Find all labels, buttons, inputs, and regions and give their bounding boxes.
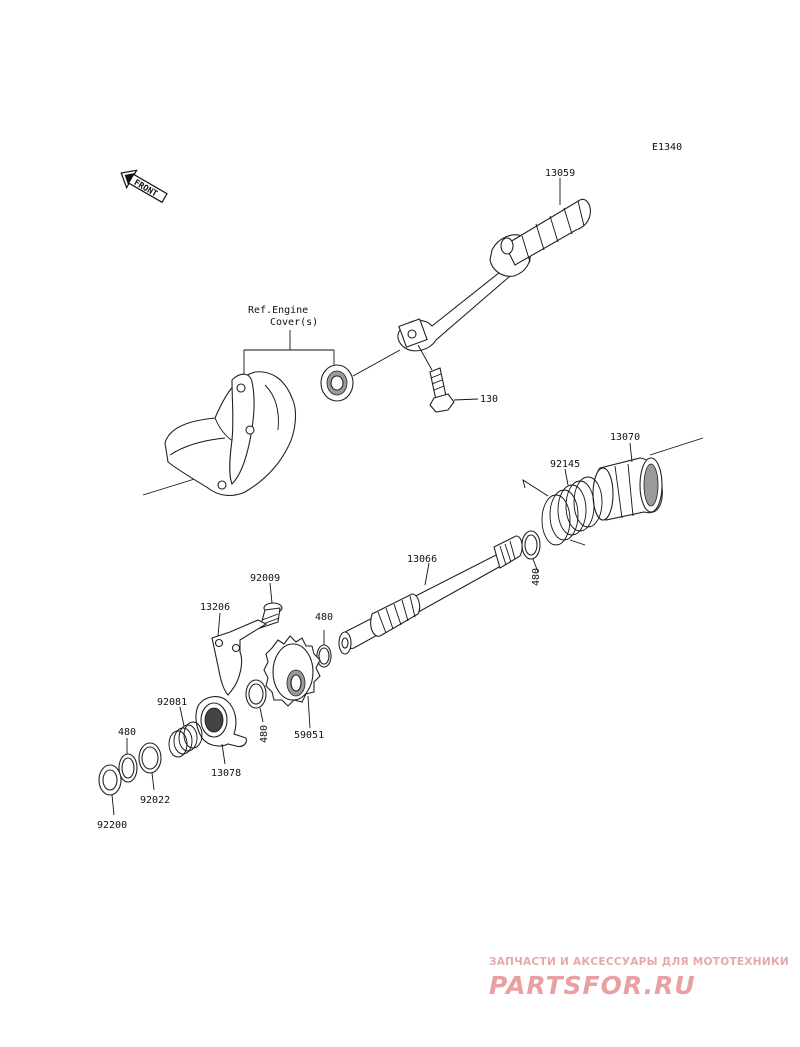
- label-washer-92022: 92022: [140, 795, 170, 806]
- kick-gear: [263, 635, 321, 729]
- kick-shaft: [338, 535, 523, 655]
- oil-seal: [320, 349, 401, 402]
- label-circlip-mid: 480: [315, 612, 333, 623]
- circlip-mid: [316, 630, 332, 668]
- axis-line-right: [649, 437, 704, 456]
- ref-bracket: [243, 330, 335, 378]
- diagram-code: E1340: [652, 142, 682, 153]
- circlip-right: [521, 530, 541, 573]
- label-ratchet: 13078: [211, 768, 241, 779]
- label-return-spring: 92145: [550, 459, 580, 470]
- pedal-bolt: [417, 344, 479, 413]
- kick-pedal: [397, 178, 591, 352]
- ratchet-spring: [168, 706, 203, 758]
- kick-ratchet: [195, 696, 247, 765]
- label-circlip-gear: 480: [259, 725, 270, 743]
- washer-92022: [138, 742, 162, 791]
- label-kick-gear: 59051: [294, 730, 324, 741]
- kick-gear-bushing: [592, 442, 663, 521]
- engine-cover: [142, 371, 297, 497]
- label-guide-bolt: 92009: [250, 573, 280, 584]
- circlip-left: [118, 738, 138, 783]
- ratchet-guide-plate: [211, 612, 268, 696]
- label-circlip-left: 480: [118, 727, 136, 738]
- label-bushing: 13070: [610, 432, 640, 443]
- label-bolt: 130: [480, 394, 498, 405]
- ref-cover-label: Cover(s): [270, 317, 318, 328]
- label-ratchet-spring: 92081: [157, 697, 187, 708]
- front-arrow-icon: FRONT: [120, 169, 168, 204]
- ref-engine-label: Ref.Engine: [248, 305, 308, 316]
- label-shaft: 13066: [407, 554, 437, 565]
- watermark-tagline: ЗАПЧАСТИ И АКСЕССУАРЫ ДЛЯ МОТОТЕХНИКИ: [489, 956, 789, 968]
- guide-bolt: [259, 582, 283, 629]
- label-kick-pedal: 13059: [545, 168, 575, 179]
- return-spring: [522, 468, 603, 546]
- label-washer-92200: 92200: [97, 820, 127, 831]
- label-circlip-right: 480: [531, 568, 542, 586]
- label-guide-plate: 13206: [200, 602, 230, 613]
- watermark-brand: PARTSFOR.RU: [489, 971, 696, 1000]
- washer-92200: [98, 764, 122, 816]
- circlip-gear: [245, 679, 267, 723]
